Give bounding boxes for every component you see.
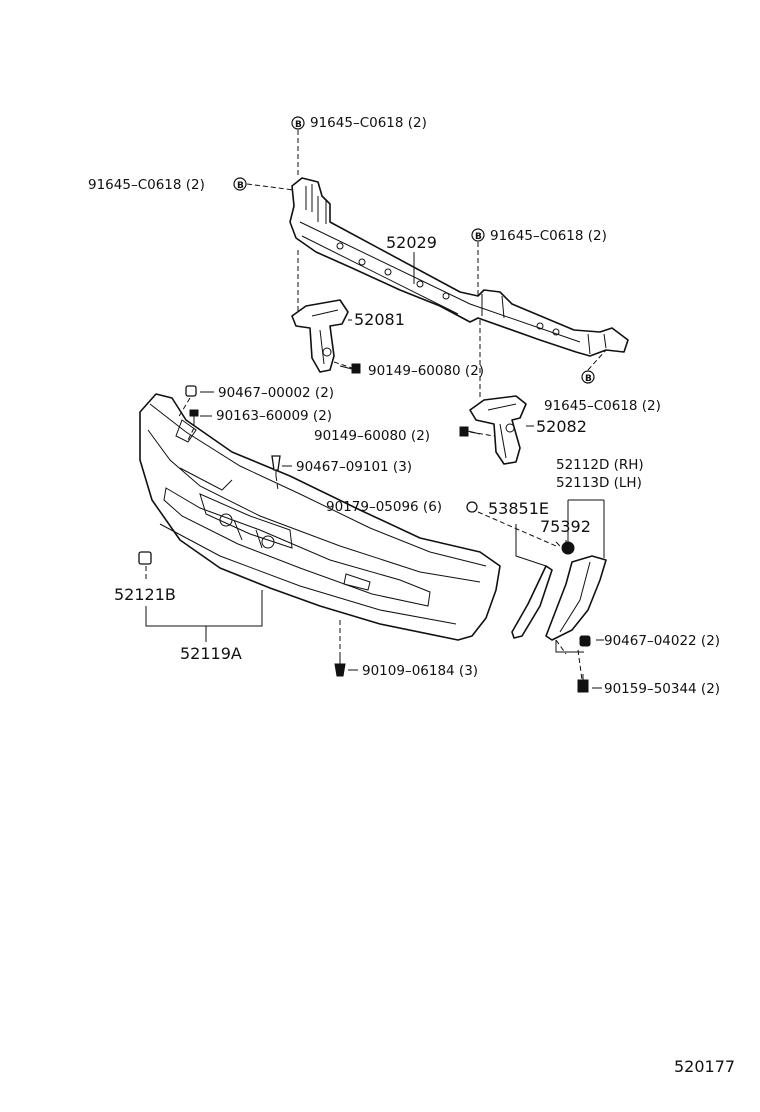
label-bolt-rh: 90149–60080 (2) — [314, 428, 430, 444]
label-clip-right: 91645–C0618 (2) — [544, 398, 661, 414]
label-clip-top: 91645–C0618 (2) — [310, 115, 427, 131]
label-clip-mid: 91645–C0618 (2) — [490, 228, 607, 244]
nut-icon — [466, 501, 478, 513]
label-screw-top: 90163–60009 (2) — [216, 408, 332, 424]
bolt-icon — [459, 426, 481, 437]
clip-b-icon: B — [581, 370, 595, 384]
label-bracket-lh: 52081 — [354, 310, 405, 329]
push-clip-icon — [271, 455, 281, 476]
grommet-icon — [555, 541, 575, 555]
svg-text:B: B — [237, 181, 244, 191]
label-extension-lh: 52113D (LH) — [556, 475, 642, 491]
label-clip-bottom: 90109–06184 (3) — [362, 663, 478, 679]
label-clip-ext: 90467–04022 (2) — [604, 633, 720, 649]
bracket-52082 — [469, 395, 527, 465]
figure-id: 520177 — [674, 1057, 735, 1076]
clip-icon — [138, 551, 152, 565]
bumper-cover-52119A — [139, 393, 501, 641]
svg-text:B: B — [585, 374, 592, 384]
bolt-icon — [339, 363, 361, 374]
label-extension-rh: 52112D (RH) — [556, 457, 644, 473]
label-clip-center: 90467–09101 (3) — [296, 459, 412, 475]
label-screw-ext: 90159–50344 (2) — [604, 681, 720, 697]
svg-text:B: B — [295, 120, 302, 130]
label-clip-lower-lh: 52121B — [114, 585, 176, 604]
screw-icon — [577, 674, 589, 693]
clip-b-icon: B — [471, 228, 485, 242]
nut-icon — [185, 385, 197, 397]
bumper-extension-52112D-52113D — [545, 555, 607, 641]
moulding-53851E — [511, 565, 553, 639]
clip-icon — [579, 635, 591, 647]
label-support: 52029 — [386, 233, 437, 252]
hardware: B B B B — [138, 116, 595, 693]
label-bumper-cover: 52119A — [180, 644, 242, 663]
push-clip-icon — [334, 656, 346, 677]
bumper-reinforcement-52029 — [289, 177, 629, 357]
label-clip-left: 91645–C0618 (2) — [88, 177, 205, 193]
clip-b-icon: B — [233, 177, 247, 191]
label-moulding: 53851E — [488, 499, 549, 518]
callout-labels: 91645–C0618 (2) 91645–C0618 (2) 91645–C0… — [88, 115, 735, 1076]
label-bracket-rh: 52082 — [536, 417, 587, 436]
bracket-52081 — [291, 299, 349, 373]
clip-b-icon: B — [291, 116, 305, 130]
svg-text:B: B — [475, 232, 482, 242]
label-bolt-lh: 90149–60080 (2) — [368, 363, 484, 379]
label-grommet: 75392 — [540, 517, 591, 536]
label-nut-top: 90467–00002 (2) — [218, 385, 334, 401]
label-nut-cover: 90179–05096 (6) — [326, 499, 442, 515]
screw-icon — [189, 409, 199, 426]
